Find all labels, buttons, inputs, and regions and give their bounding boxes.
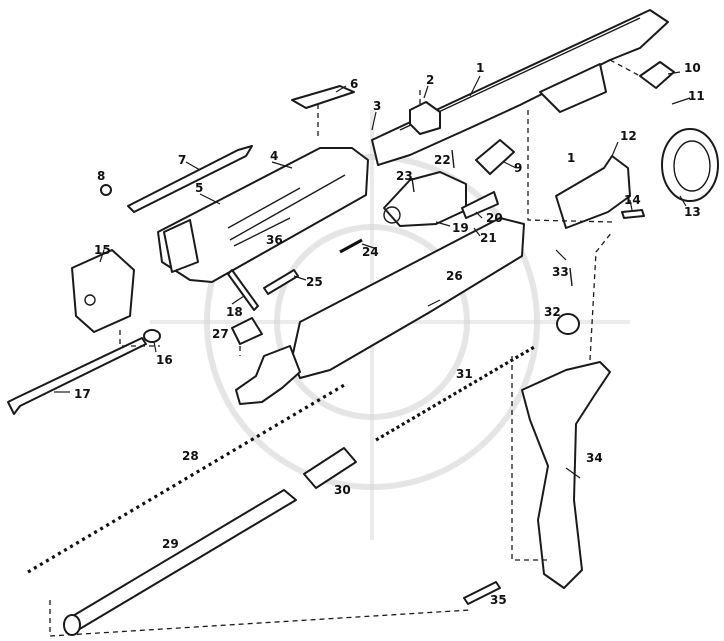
small-screw bbox=[100, 184, 112, 196]
trigger-lever bbox=[235, 345, 301, 405]
label-30: 30 bbox=[334, 483, 351, 497]
short-spring bbox=[339, 238, 363, 254]
label-6: 6 bbox=[350, 77, 358, 91]
label-3: 3 bbox=[373, 99, 381, 113]
label-10: 10 bbox=[684, 61, 701, 75]
label-19: 19 bbox=[452, 221, 469, 235]
label-23: 23 bbox=[396, 169, 413, 183]
rear-sight bbox=[409, 101, 441, 135]
label-15: 15 bbox=[94, 243, 111, 257]
nut bbox=[556, 313, 580, 335]
firing-pin bbox=[263, 269, 299, 295]
label-34: 34 bbox=[586, 451, 603, 465]
label-25: 25 bbox=[306, 275, 323, 289]
bolt-head bbox=[383, 171, 467, 227]
pin-22 bbox=[451, 149, 455, 169]
leader-lines bbox=[54, 71, 687, 479]
extractor-rod bbox=[127, 145, 253, 213]
sight-blade bbox=[291, 85, 355, 109]
label-2: 2 bbox=[426, 73, 434, 87]
short-tube bbox=[303, 447, 357, 489]
label-1: 1 bbox=[476, 61, 484, 75]
pin-23 bbox=[411, 177, 415, 193]
barrel-assembly bbox=[371, 9, 669, 166]
label-32: 32 bbox=[544, 305, 561, 319]
label-35: 35 bbox=[490, 593, 507, 607]
label-13: 13 bbox=[684, 205, 701, 219]
cap-piece bbox=[639, 61, 675, 89]
takedown-bolt bbox=[7, 337, 147, 415]
label-31: 31 bbox=[456, 367, 473, 381]
label-7: 7 bbox=[178, 153, 186, 167]
label-18: 18 bbox=[226, 305, 243, 319]
label-12: 12 bbox=[620, 129, 637, 143]
butt-block bbox=[71, 249, 135, 333]
label-9: 9 bbox=[514, 161, 522, 175]
label-28: 28 bbox=[182, 449, 199, 463]
screw-35 bbox=[463, 581, 501, 605]
collar-ring bbox=[661, 128, 719, 202]
pin-18 bbox=[227, 269, 259, 311]
label-33: 33 bbox=[552, 265, 569, 279]
spring-guide bbox=[65, 489, 297, 631]
alignment-lines bbox=[49, 59, 641, 637]
receiver-body bbox=[157, 147, 369, 283]
label-4: 4 bbox=[270, 149, 278, 163]
label-22: 22 bbox=[434, 153, 451, 167]
label-24: 24 bbox=[362, 245, 379, 259]
label-11: 11 bbox=[688, 89, 705, 103]
main-spring bbox=[27, 382, 347, 574]
pin-11 bbox=[671, 97, 691, 105]
barrel-end bbox=[555, 155, 631, 229]
label-1b: 1 bbox=[567, 151, 575, 165]
label-21: 21 bbox=[480, 231, 497, 245]
label-16: 16 bbox=[156, 353, 173, 367]
label-14: 14 bbox=[624, 193, 641, 207]
washer bbox=[143, 329, 161, 343]
sear-piece bbox=[231, 317, 263, 345]
label-20: 20 bbox=[486, 211, 503, 225]
label-36: 36 bbox=[266, 233, 283, 247]
bushing bbox=[475, 139, 515, 175]
part-number-labels: 1 1 2 3 4 5 6 7 8 9 10 11 12 13 14 15 16… bbox=[74, 61, 705, 607]
recoil-spring bbox=[375, 344, 537, 442]
label-27: 27 bbox=[212, 327, 229, 341]
slot-screw bbox=[233, 217, 291, 247]
screw-14 bbox=[621, 209, 645, 219]
grip-plate bbox=[521, 361, 611, 589]
label-26: 26 bbox=[446, 269, 463, 283]
label-29: 29 bbox=[162, 537, 179, 551]
label-8: 8 bbox=[97, 169, 105, 183]
label-5: 5 bbox=[195, 181, 203, 195]
label-17: 17 bbox=[74, 387, 91, 401]
pin-33 bbox=[569, 267, 573, 287]
bolt-piece bbox=[461, 191, 499, 219]
